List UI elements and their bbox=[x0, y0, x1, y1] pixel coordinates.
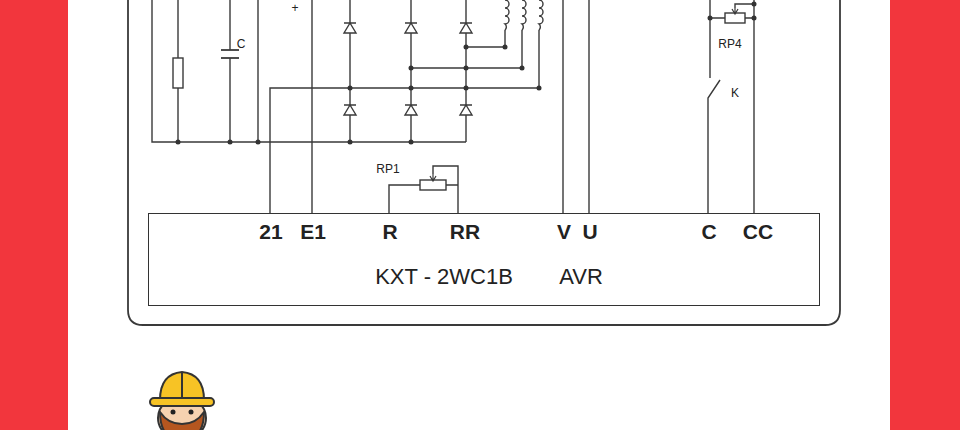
avr-module-box: 21E1RRRVUCCCKXT - 2WC1BAVR bbox=[148, 213, 820, 306]
terminal-label: R bbox=[382, 221, 397, 242]
junction-dots bbox=[176, 2, 757, 145]
coil-windings bbox=[505, 0, 543, 30]
terminal-label: RR bbox=[450, 221, 480, 242]
wiper-arrow bbox=[430, 174, 436, 181]
component-label: RP4 bbox=[718, 38, 741, 50]
terminal-label: CC bbox=[743, 221, 773, 242]
circuit-wires bbox=[128, 0, 840, 325]
component-label: C bbox=[237, 38, 246, 50]
component-label: K bbox=[731, 87, 739, 99]
terminal-label: C bbox=[701, 221, 716, 242]
terminal-label: E1 bbox=[300, 221, 326, 242]
fuse-symbol bbox=[173, 58, 183, 88]
model-name: KXT - 2WC1B bbox=[375, 266, 513, 288]
red-side-band bbox=[0, 0, 68, 430]
terminal-label: V bbox=[557, 221, 571, 242]
red-side-band bbox=[890, 0, 960, 430]
terminal-label: U bbox=[582, 221, 597, 242]
terminal-label: 21 bbox=[259, 221, 282, 242]
capacitor-symbol bbox=[221, 50, 239, 58]
component-label: + bbox=[291, 2, 298, 14]
worker-mascot bbox=[150, 372, 214, 430]
diode-symbols bbox=[344, 23, 472, 115]
model-name: AVR bbox=[559, 266, 603, 288]
component-label: RP1 bbox=[376, 163, 399, 175]
wiper-arrow bbox=[732, 8, 738, 14]
housing-outline bbox=[128, 0, 840, 325]
